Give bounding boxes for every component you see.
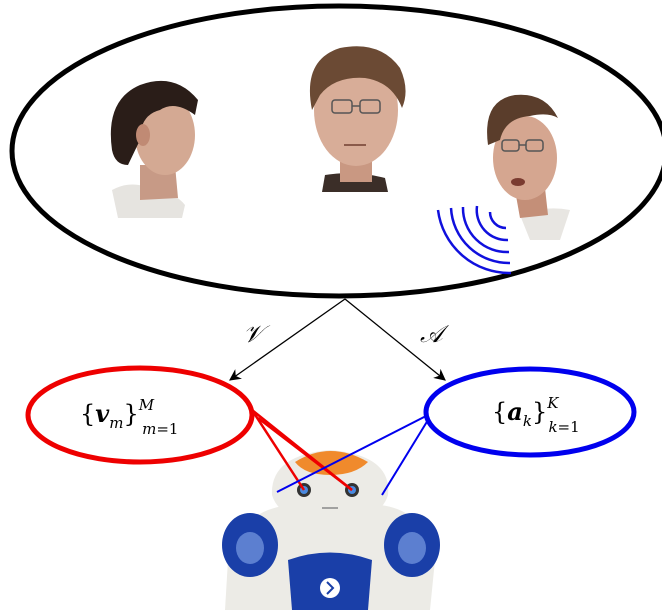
audio-branch-arrow xyxy=(344,298,446,381)
person-left-icon xyxy=(110,80,198,218)
person-right-icon xyxy=(487,94,570,240)
sound-waves-icon xyxy=(436,205,512,275)
humanoid-robot-icon xyxy=(222,450,440,610)
audio-branch-label: 𝒜 xyxy=(420,320,450,348)
audio-sensor-lines xyxy=(276,414,429,496)
visual-sensor-lines xyxy=(250,409,353,491)
visual-observations-ellipse xyxy=(25,365,255,465)
visual-branch-label: 𝒱 xyxy=(243,320,271,348)
audio-observations-ellipse xyxy=(423,366,637,458)
group-ellipse xyxy=(9,3,662,299)
visual-branch-arrow xyxy=(229,298,346,381)
person-middle-icon xyxy=(309,46,406,192)
